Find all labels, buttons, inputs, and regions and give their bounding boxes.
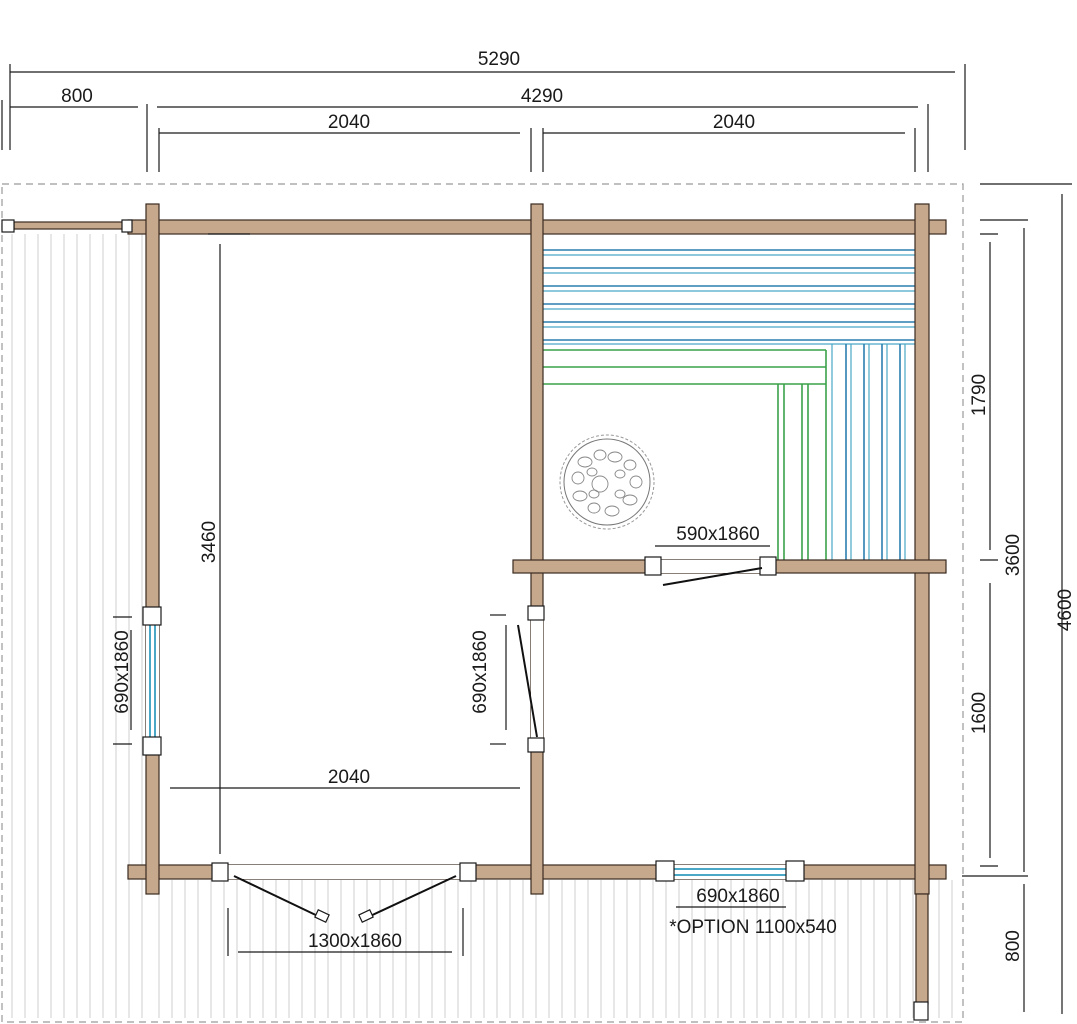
dim-room-depth: 3460 [199,521,220,563]
porch-decking [158,880,953,1018]
dim-shower-depth: 1600 [969,692,990,734]
dim-house-depth: 3600 [1003,534,1024,576]
main-double-door [211,862,477,923]
floor-sauna [543,234,915,560]
label-main-door: 1300x1860 [308,931,402,952]
dim-terrace-width: 800 [61,86,93,107]
outline-border [1,183,964,1023]
label-window-option: *OPTION 1100x540 [669,917,837,938]
dim-porch-depth: 800 [1003,930,1024,962]
dim-total-depth: 4600 [1055,589,1076,631]
dim-inner-width: 2040 [328,767,370,788]
dim-house-width: 4290 [521,86,563,107]
window-left-wall [142,606,162,756]
label-window-left: 690x1860 [112,630,133,713]
window-bottom-wall [655,860,805,882]
dim-room-right-width: 2040 [713,112,755,133]
label-interior-door: 690x1860 [470,630,491,713]
floor-main-room [159,234,531,866]
sauna-bench-side [831,344,906,560]
label-window-bottom: 690x1860 [696,886,779,907]
dim-room-left-width: 2040 [328,112,370,133]
terrace-decking [11,234,143,1018]
sauna-bench-upper [543,249,915,345]
interior-door [517,605,545,753]
dim-sauna-depth: 1790 [969,374,990,416]
sauna-stove-icon [559,434,655,530]
dimension-lines [1,64,1072,1014]
sauna-door [644,556,777,586]
dimension-labels: 5290 800 4290 2040 2040 2040 3460 1790 1… [61,49,1076,962]
floor-shower [543,573,915,866]
sauna-bench-lower [543,349,827,560]
dim-total-width: 5290 [478,49,520,70]
label-sauna-door: 590x1860 [676,524,759,545]
